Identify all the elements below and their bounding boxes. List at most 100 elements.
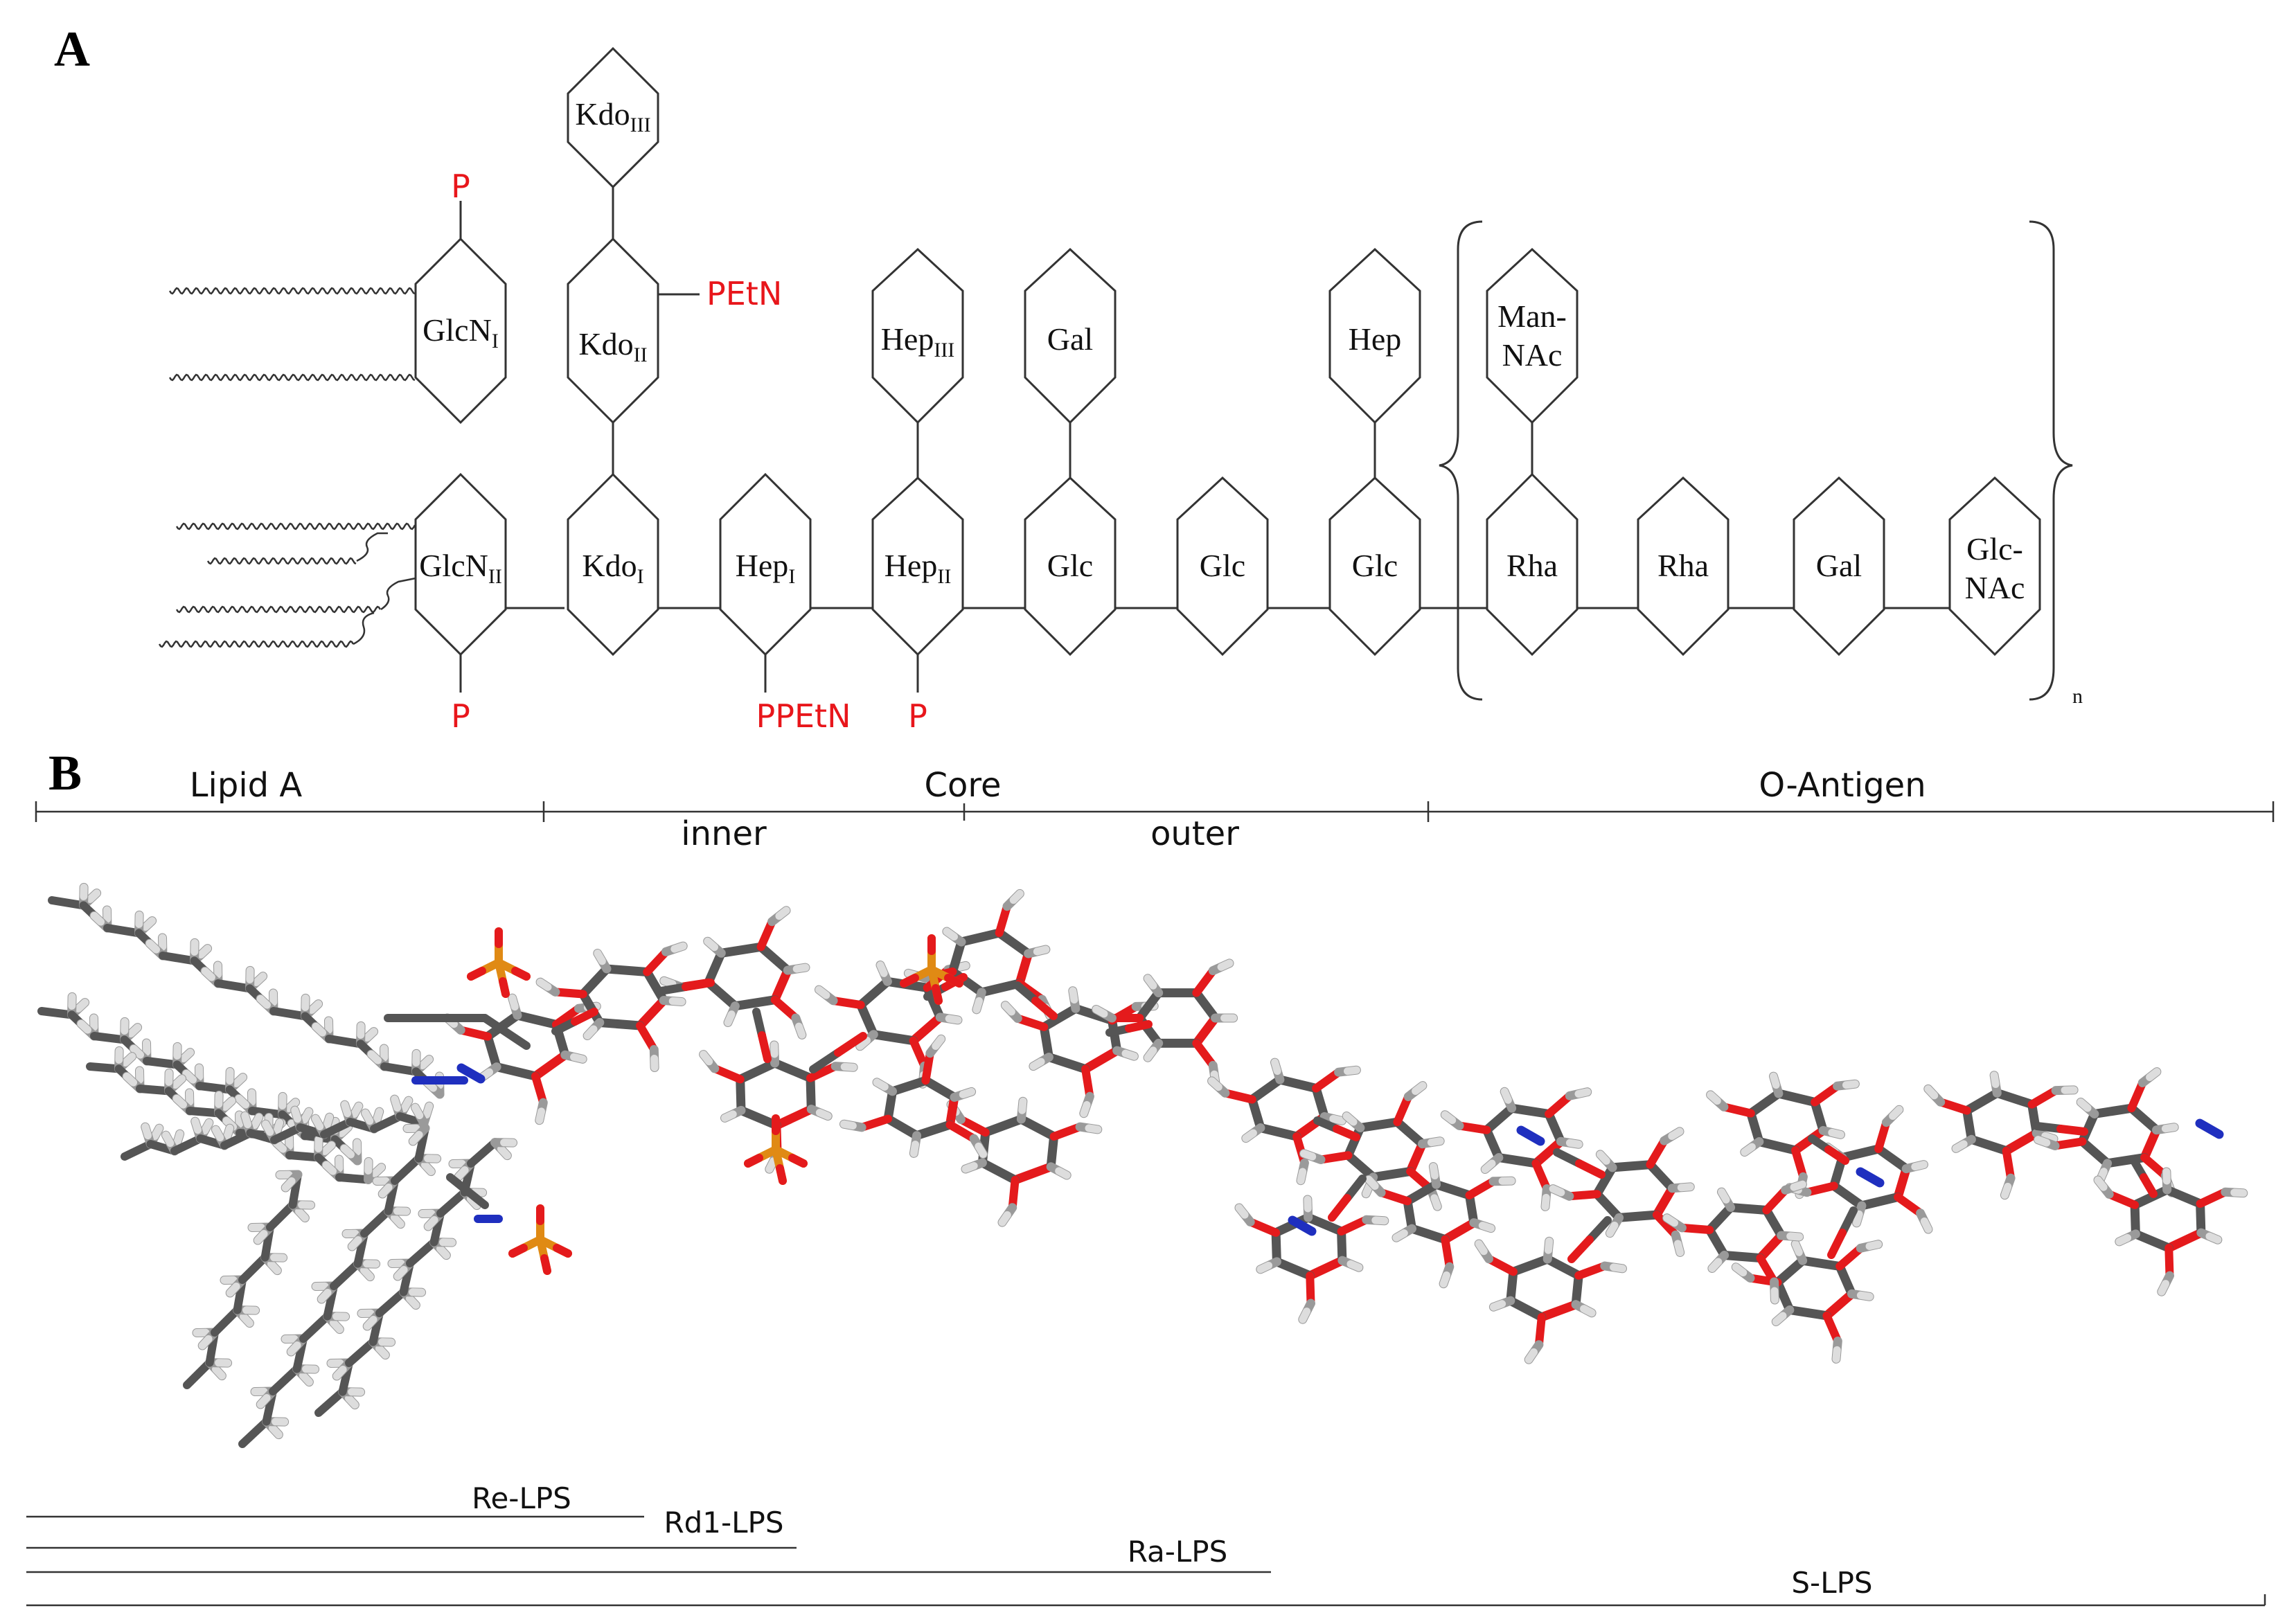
bond-stick <box>256 1394 271 1409</box>
bond-stick <box>998 1211 1011 1226</box>
bond-stick <box>809 1049 842 1073</box>
bond-stick <box>682 979 715 991</box>
bond-stick <box>1429 1163 1439 1179</box>
bond-stick <box>291 1106 302 1123</box>
bond-stick <box>840 1120 857 1130</box>
bond-stick <box>1191 988 1220 1023</box>
bond-stick <box>2205 1232 2222 1244</box>
mannac-label-line1: Man- <box>1497 298 1567 334</box>
bond-stick <box>961 1162 978 1173</box>
bond-stick <box>1049 1123 1085 1141</box>
bond-stick <box>171 1075 186 1089</box>
substituent-pethn: PEtN <box>706 275 782 312</box>
segment-scale-bar <box>35 801 2275 822</box>
bond-stick <box>1247 1095 1265 1132</box>
bond-stick <box>2002 1146 2016 1183</box>
bond-stick <box>1798 1256 1844 1271</box>
bond-stick <box>1355 1117 1402 1132</box>
bond-stick <box>1705 1225 1730 1260</box>
repeat-subscript-n: n <box>2072 685 2083 708</box>
bond-stick <box>77 1019 91 1034</box>
bond-stick <box>220 1129 255 1150</box>
bond-stick <box>1534 1312 1546 1349</box>
bond-stick <box>1856 1167 1885 1188</box>
bond-stick <box>436 1188 469 1217</box>
bond-stick <box>1668 1127 1684 1140</box>
bond-stick <box>508 1244 528 1258</box>
bond-stick <box>2195 1118 2224 1139</box>
substituent-p-glcn2: P <box>451 697 470 735</box>
bond-stick <box>251 1113 263 1130</box>
bond-stick <box>716 942 766 958</box>
bond-stick <box>1220 1089 1256 1104</box>
bond-stick <box>1292 1132 1309 1168</box>
bond-stick <box>1545 1091 1574 1118</box>
bond-stick <box>1135 988 1164 1023</box>
bond-stick <box>130 1044 144 1059</box>
bond-stick <box>1707 1091 1721 1105</box>
hep-top-label: Hep <box>1349 321 1402 357</box>
bond-stick <box>446 1173 489 1209</box>
bond-stick <box>1482 1125 1504 1162</box>
gal-top-label: Gal <box>1047 321 1093 357</box>
bond-stick <box>710 1064 745 1084</box>
bond-stick <box>756 917 776 952</box>
bond-stick <box>86 889 101 903</box>
bond-stick <box>995 928 1033 958</box>
glcn2-subscript: II <box>488 565 502 588</box>
bond-stick <box>1008 1175 1020 1212</box>
bond-stick <box>1432 1179 1474 1200</box>
hep1-subscript: I <box>788 565 795 588</box>
bond-stick <box>235 1094 249 1109</box>
fatty-acid-chain <box>175 605 382 614</box>
bond-stick <box>1016 1114 1059 1141</box>
bond-stick <box>151 1124 163 1141</box>
bond-stick <box>1772 1312 1787 1326</box>
kdo1-subscript: I <box>637 565 644 588</box>
bond-stick <box>1271 1058 1281 1076</box>
svg-text:KdoI: KdoI <box>582 548 643 588</box>
bond-stick <box>1761 1206 1786 1240</box>
bond-stick <box>1271 1228 1281 1267</box>
bond-stick <box>1046 1132 1059 1172</box>
bond-stick <box>256 994 271 1009</box>
bond-stick <box>272 1139 287 1153</box>
bond-stick <box>1080 1100 1091 1118</box>
bond-stick <box>254 1230 268 1244</box>
bond-stick <box>1337 1215 1371 1236</box>
bond-stick <box>578 964 612 999</box>
svg-text:KdoIII: KdoIII <box>575 96 650 136</box>
bond-stick <box>162 1131 175 1148</box>
bond-stick <box>1608 1160 1655 1172</box>
bond-stick <box>1121 1049 1138 1060</box>
bond-stick <box>873 1078 889 1091</box>
bond-stick <box>2158 1280 2170 1296</box>
bond-stick <box>320 1118 355 1139</box>
bond-stick <box>378 1184 393 1198</box>
bond-stick <box>1832 1346 1841 1363</box>
bond-stick <box>467 967 486 981</box>
bond-stick <box>1990 1071 2000 1088</box>
hep3-subscript: III <box>934 339 954 362</box>
bond-stick <box>173 1130 184 1147</box>
bond-stick <box>1346 1260 1363 1271</box>
bond-stick <box>1484 1254 1518 1276</box>
bond-stick <box>2146 1068 2161 1081</box>
bond-stick <box>159 952 199 965</box>
bond-stick <box>668 997 686 1006</box>
bond-stick <box>535 1107 546 1125</box>
bond-stick <box>267 1260 281 1275</box>
lps-label-ra: Ra-LPS <box>1128 1535 1228 1569</box>
bond-stick <box>2090 1103 2136 1118</box>
bond-stick <box>1992 1088 2037 1109</box>
bond-stick <box>883 1087 897 1124</box>
bond-stick <box>551 1004 583 1029</box>
fatty-acid-chain-connector <box>353 612 375 645</box>
bond-stick <box>2130 1185 2172 1210</box>
bond-stick <box>1952 1140 1968 1152</box>
bond-stick <box>2127 1078 2147 1113</box>
bond-stick <box>948 967 986 997</box>
bond-stick <box>1596 1150 1610 1165</box>
bond-stick <box>330 1259 362 1290</box>
bond-stick <box>454 1166 469 1181</box>
